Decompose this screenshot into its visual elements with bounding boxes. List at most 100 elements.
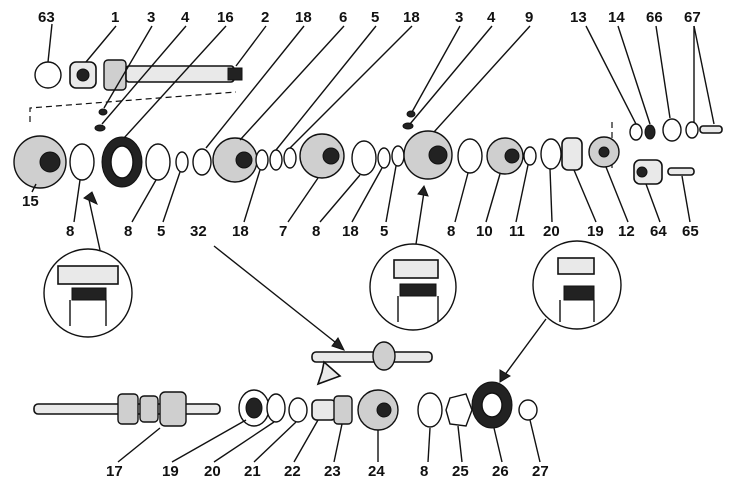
arrowhead-detail-left — [83, 191, 98, 205]
mid-row-labels: 15 8 8 5 18 7 8 18 5 8 10 11 20 19 12 64… — [22, 193, 699, 240]
label-24: 24 — [368, 463, 385, 480]
label-8d: 8 — [447, 223, 455, 240]
label-63: 63 — [38, 9, 55, 26]
part-23-needles — [333, 395, 353, 425]
part-26-synchro-bore — [481, 392, 503, 418]
detail-middle-rollers — [399, 283, 437, 297]
part-1-bore — [76, 68, 90, 82]
part-2-shaft-end — [227, 67, 243, 81]
label-20b: 20 — [204, 463, 221, 480]
label-6: 6 — [339, 9, 347, 26]
part-24-hub — [376, 402, 392, 418]
label-20: 20 — [543, 223, 560, 240]
part-15-hub — [39, 151, 61, 173]
part-17-gear-a — [117, 393, 139, 425]
primary-shaft-assembly — [34, 59, 243, 132]
arrowhead-detail-middle — [417, 184, 429, 197]
part-20-ring-b — [266, 393, 286, 423]
part-5-washer-a — [175, 151, 189, 173]
part-14-nut — [644, 124, 656, 140]
label-65: 65 — [682, 223, 699, 240]
label-19b: 19 — [162, 463, 179, 480]
part-7-hub — [322, 147, 340, 165]
part-6-hub — [235, 151, 253, 169]
label-67: 67 — [684, 9, 701, 26]
detail-right-walls — [559, 300, 595, 322]
part-3-ball — [98, 108, 108, 116]
detail-circle-right — [532, 240, 622, 330]
leader-32 — [213, 245, 341, 347]
label-2: 2 — [261, 9, 269, 26]
label-18c: 18 — [232, 223, 249, 240]
leader-detail-right — [503, 318, 547, 377]
part-18-ring-b — [255, 149, 269, 171]
detail-right-hub — [557, 257, 595, 275]
part-16-synchro-bore — [110, 145, 134, 179]
part-8-ring-d — [457, 138, 483, 174]
label-1: 1 — [111, 9, 119, 26]
part-64-bore — [636, 166, 648, 178]
part-3-ball-b — [406, 110, 416, 118]
part-18-ring-a — [192, 148, 212, 176]
right-small-parts — [629, 118, 723, 185]
label-26: 26 — [492, 463, 509, 480]
part-25-plate — [445, 393, 473, 427]
part-9-hub — [428, 145, 448, 165]
detail-left-rollers — [71, 287, 107, 301]
part-66-ring — [662, 118, 682, 142]
label-64: 64 — [650, 223, 667, 240]
mid-row-leaders — [31, 164, 691, 223]
arrowhead-32 — [331, 337, 345, 351]
secondary-shaft-assembly — [33, 381, 538, 431]
part-12-hub — [598, 146, 610, 158]
part-67-ring — [685, 121, 699, 139]
part-4-key-b — [402, 122, 414, 130]
label-21: 21 — [244, 463, 261, 480]
detail-circle-right-border — [532, 240, 622, 330]
part-32-selector-shaft — [311, 341, 433, 386]
part-19-bearing-b-bore — [245, 397, 263, 419]
label-3: 3 — [147, 9, 155, 26]
part-18-ring-c — [283, 147, 297, 169]
label-15: 15 — [22, 193, 39, 210]
label-8a: 8 — [66, 223, 74, 240]
label-19: 19 — [587, 223, 604, 240]
part-67-pin — [699, 125, 723, 134]
top-leaders — [47, 23, 715, 151]
label-32: 32 — [190, 223, 207, 240]
part-64-bush — [633, 159, 663, 185]
leader-detail-left — [87, 194, 101, 251]
part-13-washer — [629, 123, 643, 141]
label-4: 4 — [181, 9, 190, 26]
bottom-row-leaders — [117, 419, 541, 463]
part-5-washer-b — [269, 149, 283, 171]
label-9: 9 — [525, 9, 533, 26]
label-4b: 4 — [487, 9, 496, 26]
part-19-bearing — [561, 137, 583, 171]
detail-left-walls — [69, 300, 107, 326]
label-17: 17 — [106, 463, 123, 480]
label-27: 27 — [532, 463, 549, 480]
detail-middle-walls — [397, 296, 439, 322]
label-23: 23 — [324, 463, 341, 480]
label-7: 7 — [279, 223, 287, 240]
part-27-nut — [518, 399, 538, 421]
part-63-cap — [34, 61, 62, 89]
label-5: 5 — [371, 9, 379, 26]
part-5-washer-c — [391, 145, 405, 167]
label-18: 18 — [295, 9, 312, 26]
part-2-shaft — [125, 65, 235, 83]
part-8-ring-c — [351, 140, 377, 176]
arrowhead-detail-right — [499, 369, 511, 383]
leader-detail-middle — [415, 191, 425, 245]
part-32-lever — [372, 341, 396, 371]
label-18b: 18 — [403, 9, 420, 26]
part-32-rod — [311, 351, 433, 363]
detail-left-hub — [57, 265, 119, 285]
top-row-labels: 63 1 3 4 16 2 18 6 5 18 3 4 9 13 14 66 6… — [38, 9, 701, 26]
label-66: 66 — [646, 9, 663, 26]
part-8-ring-b — [145, 143, 171, 181]
part-7-gear — [299, 133, 345, 179]
